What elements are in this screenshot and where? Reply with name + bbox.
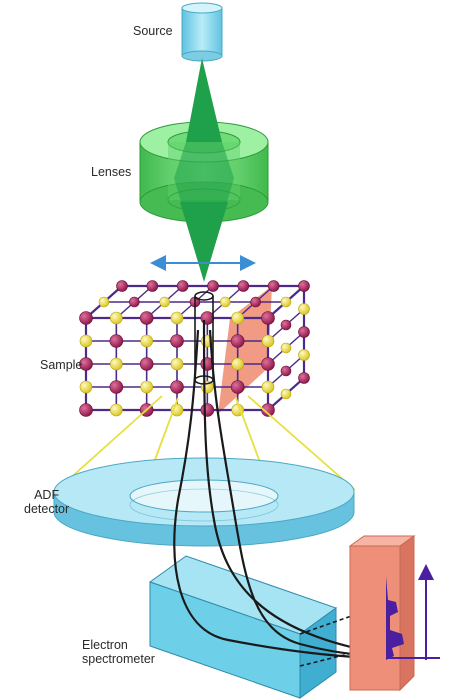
heavy-atom [280,365,292,377]
heavy-atom [176,280,189,292]
spectrometer-label: Electron spectrometer [82,638,155,667]
adf-detector-ring-icon [53,457,355,547]
heavy-atom [298,326,310,338]
heavy-atom [230,380,245,394]
heavy-atom [298,280,310,292]
heavy-atom [79,403,93,417]
light-atom [280,342,292,354]
source-cylinder-icon [181,2,223,62]
light-atom [261,334,275,348]
heavy-atom [267,280,280,292]
heavy-atom [79,311,93,325]
light-atom [170,357,184,371]
light-atom [79,380,93,394]
crystal-lattice-icon [79,280,310,417]
heavy-atom [250,296,261,308]
light-atom [298,349,310,361]
electron-trajectories [173,319,387,660]
light-atom [140,380,153,394]
heavy-atom [109,380,124,394]
light-atom [220,296,231,308]
heavy-atom [200,311,215,325]
light-atom [280,388,292,400]
light-atom [261,380,275,394]
sample-label: Sample [40,358,83,372]
heavy-atom [129,296,140,308]
source-label: Source [133,24,173,38]
light-atom [110,311,123,325]
adf-label-line2: detector [24,502,70,517]
light-atom [298,303,310,315]
adf-detector-label: ADF detector [24,488,69,517]
heavy-atom [116,280,128,292]
light-atom [231,311,244,325]
light-atom [110,357,123,371]
heavy-atom [200,403,215,417]
spectrum-plot-icon [348,535,440,692]
heavy-atom [298,372,310,384]
heavy-atom [280,319,292,331]
heavy-atom [170,334,184,348]
light-atom [140,334,153,348]
heavy-atom [230,334,245,348]
light-atom [280,296,292,308]
electron-beam [174,58,234,282]
heavy-atom [261,311,275,325]
heavy-atom [109,334,124,348]
heavy-atom [237,280,250,292]
heavy-atom [79,357,93,371]
heavy-atom [261,403,275,417]
heavy-atom [207,280,219,292]
light-atom [98,296,110,308]
heavy-atom [170,380,184,394]
heavy-atom [139,357,154,371]
light-atom [159,296,170,308]
spectrometer-label-line1: Electron [82,638,128,652]
light-atom [79,334,93,348]
heavy-atom [139,311,154,325]
adf-label-line1: ADF [34,488,60,502]
spectrometer-label-line2: spectrometer [82,652,155,667]
light-atom [110,403,123,417]
light-atom [231,357,244,371]
lenses-label: Lenses [91,165,132,179]
heavy-atom [146,280,159,292]
heavy-atom [261,357,275,371]
light-atom [170,311,184,325]
